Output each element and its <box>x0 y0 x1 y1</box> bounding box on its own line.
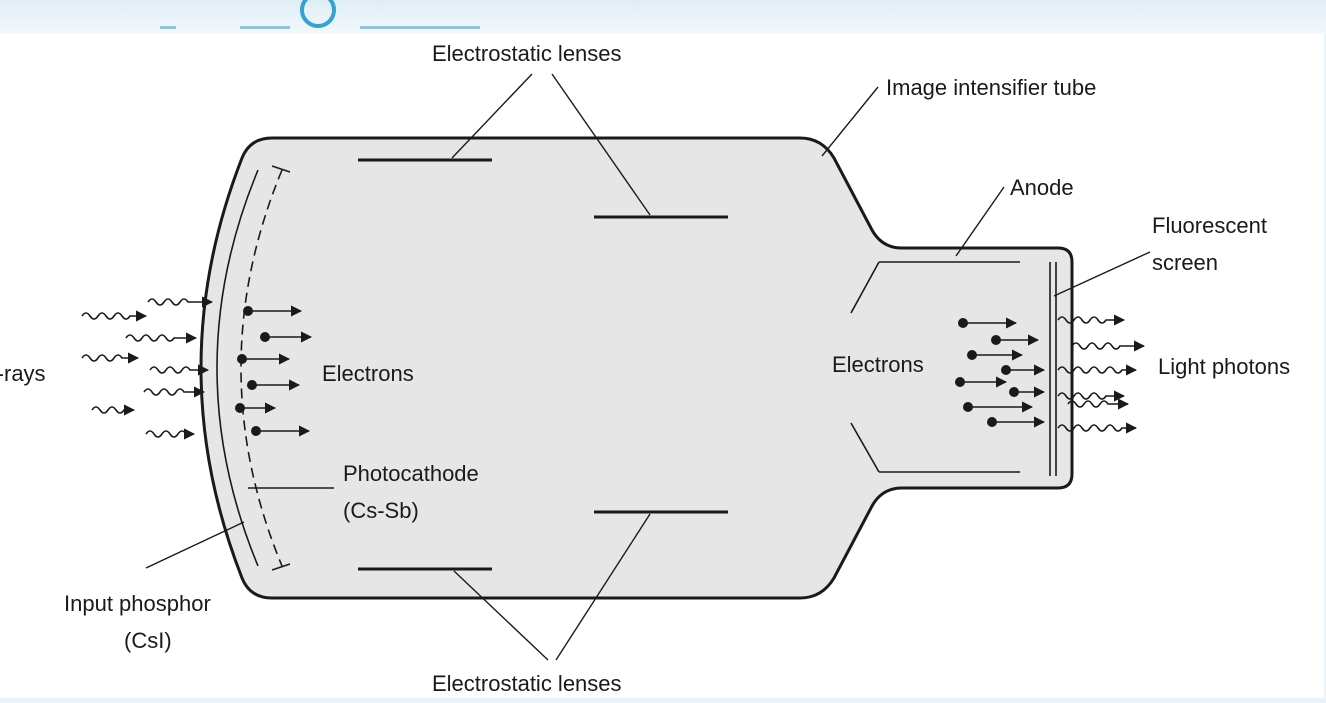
photon-wave <box>1057 314 1126 326</box>
photocathode-label-line2: (Cs-Sb) <box>343 498 419 523</box>
photocathode-layer <box>240 169 283 567</box>
electron-dot <box>967 350 977 360</box>
electron-dot <box>237 354 247 364</box>
electron-dot <box>963 402 973 412</box>
xray-wave <box>145 428 196 440</box>
xray-wave <box>149 364 210 376</box>
lens-leader-line <box>551 73 651 216</box>
electrostatic-lenses-top-label: Electrostatic lenses <box>432 41 622 66</box>
input-phosphor-label-line2: (CsI) <box>124 628 172 653</box>
input-phosphor-label-line1: Input phosphor <box>64 591 211 616</box>
photocathode-end-cap <box>271 165 291 173</box>
electron-dot <box>1001 365 1011 375</box>
electron-dot <box>247 380 257 390</box>
xray-wave <box>147 296 214 308</box>
electron-dot <box>955 377 965 387</box>
electron-dot <box>260 332 270 342</box>
photoelectrons-right <box>955 317 1046 428</box>
electron-dot <box>251 426 261 436</box>
lens-leader-line <box>451 73 533 159</box>
lens-leader-line <box>453 570 549 661</box>
xrays-label: X-rays <box>0 361 46 386</box>
xray-wave <box>125 332 198 344</box>
electron-dot <box>991 335 1001 345</box>
photon-wave <box>1071 340 1146 352</box>
anode-label: Anode <box>1010 175 1074 200</box>
xray-waves <box>81 296 214 440</box>
tube-leader-line <box>821 86 879 157</box>
photon-wave <box>1057 364 1138 376</box>
photon-wave <box>1067 398 1130 410</box>
input-phosphor-layer <box>216 169 259 567</box>
anode-leader-line <box>955 186 1005 257</box>
electron-dot <box>1009 387 1019 397</box>
input-phosphor-leader-line <box>145 521 245 569</box>
photoelectrons-left <box>235 305 313 437</box>
xray-wave <box>81 310 148 322</box>
xray-wave <box>91 404 136 416</box>
anode-left-lower <box>850 422 880 473</box>
fluorescent-screen-label-line1: Fluorescent <box>1152 213 1267 238</box>
electrons-right-label: Electrons <box>832 352 924 377</box>
light-photons-label: Light photons <box>1158 354 1290 379</box>
fluorescent-screen-label-line2: screen <box>1152 250 1218 275</box>
header-logo-icon <box>160 0 480 29</box>
screen-leader-line <box>1053 251 1151 297</box>
xray-wave <box>81 352 140 364</box>
anode-left-upper <box>850 261 880 314</box>
electrostatic-lenses-bottom-label: Electrostatic lenses <box>432 671 622 696</box>
photon-wave <box>1057 390 1126 402</box>
electron-dot <box>987 417 997 427</box>
photocathode-label-line1: Photocathode <box>343 461 479 486</box>
lens-leader-line <box>555 513 651 661</box>
xray-wave <box>143 386 206 398</box>
electron-dot <box>235 403 245 413</box>
electron-dot <box>243 306 253 316</box>
electron-dot <box>958 318 968 328</box>
slide-header-band <box>0 0 1326 34</box>
electrons-left-label: Electrons <box>322 361 414 386</box>
diagram-canvas: Electrostatic lenses Image intensifier t… <box>0 34 1324 698</box>
light-photon-waves <box>1057 314 1146 434</box>
photon-wave <box>1057 422 1138 434</box>
image-intensifier-tube-label: Image intensifier tube <box>886 75 1096 100</box>
photocathode-end-cap <box>271 563 291 571</box>
image-intensifier-diagram: Electrostatic lenses Image intensifier t… <box>0 41 1290 696</box>
